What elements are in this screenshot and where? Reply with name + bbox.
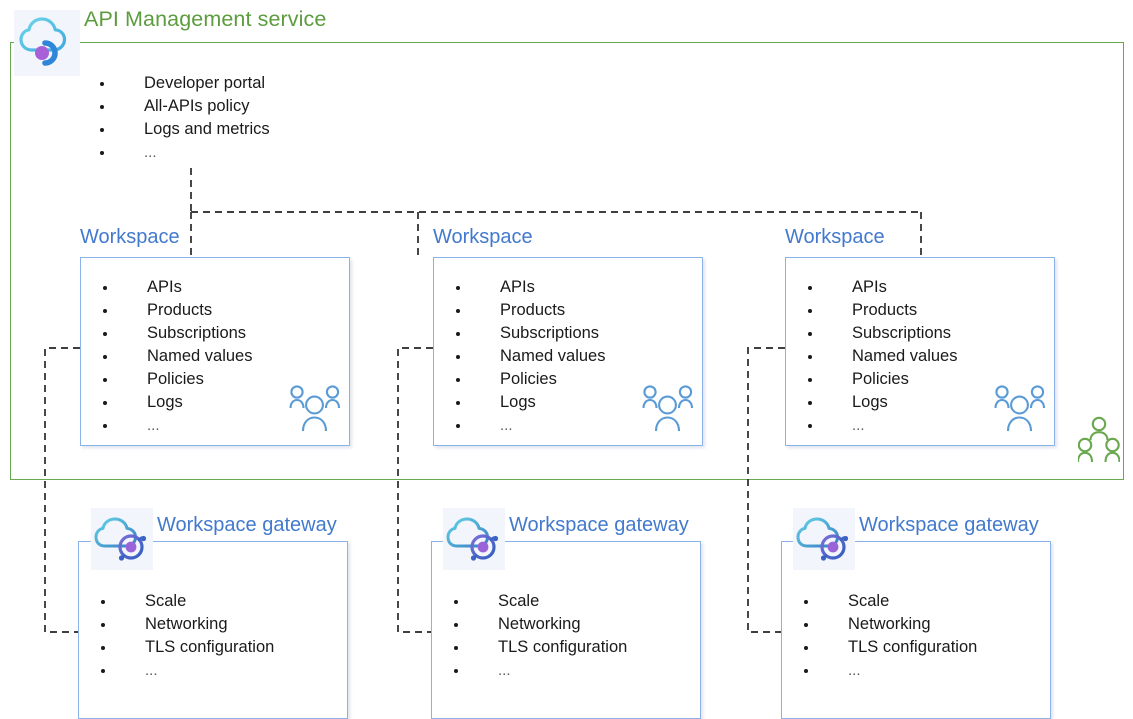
list-item: Named values [81, 345, 252, 368]
workspace-2-label: Workspace [433, 226, 533, 248]
list-item: Named values [434, 345, 605, 368]
list-item: APIs [81, 276, 252, 299]
list-item: Logs and metrics [78, 118, 270, 141]
list-item: TLS configuration [432, 636, 627, 659]
list-item: Policies [786, 368, 957, 391]
list-item: Logs [434, 391, 605, 414]
workspace-1-card[interactable]: APIs Products Subscriptions Named values… [80, 257, 350, 446]
service-title: API Management service [84, 7, 327, 31]
service-people-icon [1078, 416, 1120, 466]
gateway-3-card[interactable]: Scale Networking TLS configuration ... [781, 541, 1051, 719]
list-item: APIs [786, 276, 957, 299]
list-item: ... [81, 414, 252, 437]
gateway-2-label: Workspace gateway [509, 514, 689, 536]
gateway-1-card[interactable]: Scale Networking TLS configuration ... [78, 541, 348, 719]
list-item: Subscriptions [786, 322, 957, 345]
gateway-3-item-list: Scale Networking TLS configuration ... [782, 590, 977, 682]
list-item: Logs [81, 391, 252, 414]
list-item: Scale [782, 590, 977, 613]
list-item: Networking [79, 613, 274, 636]
list-item: ... [782, 659, 977, 682]
list-item: Named values [786, 345, 957, 368]
workspace-people-icon [289, 384, 341, 434]
gateway-2-item-list: Scale Networking TLS configuration ... [432, 590, 627, 682]
gateway-cloud-icon [793, 508, 855, 570]
list-item: Subscriptions [434, 322, 605, 345]
gateway-cloud-icon [91, 508, 153, 570]
service-feature-list: Developer portal All-APIs policy Logs an… [78, 72, 270, 164]
list-item: ... [786, 414, 957, 437]
apim-cloud-icon [14, 10, 80, 76]
workspace-1-label: Workspace [80, 226, 180, 248]
list-item: Subscriptions [81, 322, 252, 345]
workspace-3-label: Workspace [785, 226, 885, 248]
list-item: TLS configuration [782, 636, 977, 659]
list-item: ... [79, 659, 274, 682]
workspace-3-card[interactable]: APIs Products Subscriptions Named values… [785, 257, 1055, 446]
list-item: Products [434, 299, 605, 322]
list-item: Products [81, 299, 252, 322]
list-item: ... [434, 414, 605, 437]
workspace-3-item-list: APIs Products Subscriptions Named values… [786, 276, 957, 437]
workspace-2-card[interactable]: APIs Products Subscriptions Named values… [433, 257, 703, 446]
workspace-2-item-list: APIs Products Subscriptions Named values… [434, 276, 605, 437]
list-item: Networking [782, 613, 977, 636]
list-item: Scale [79, 590, 274, 613]
list-item: ... [78, 141, 270, 164]
list-item: All-APIs policy [78, 95, 270, 118]
list-item: Networking [432, 613, 627, 636]
gateway-1-item-list: Scale Networking TLS configuration ... [79, 590, 274, 682]
list-item: Scale [432, 590, 627, 613]
gateway-1-label: Workspace gateway [157, 514, 337, 536]
list-item: Products [786, 299, 957, 322]
list-item: Logs [786, 391, 957, 414]
api-management-service-boundary [10, 42, 1124, 480]
workspace-people-icon [994, 384, 1046, 434]
list-item: Policies [81, 368, 252, 391]
list-item: APIs [434, 276, 605, 299]
workspace-1-item-list: APIs Products Subscriptions Named values… [81, 276, 252, 437]
list-item: ... [432, 659, 627, 682]
workspace-people-icon [642, 384, 694, 434]
gateway-3-label: Workspace gateway [859, 514, 1039, 536]
list-item: Developer portal [78, 72, 270, 95]
gateway-2-card[interactable]: Scale Networking TLS configuration ... [431, 541, 701, 719]
list-item: Policies [434, 368, 605, 391]
list-item: TLS configuration [79, 636, 274, 659]
gateway-cloud-icon [443, 508, 505, 570]
